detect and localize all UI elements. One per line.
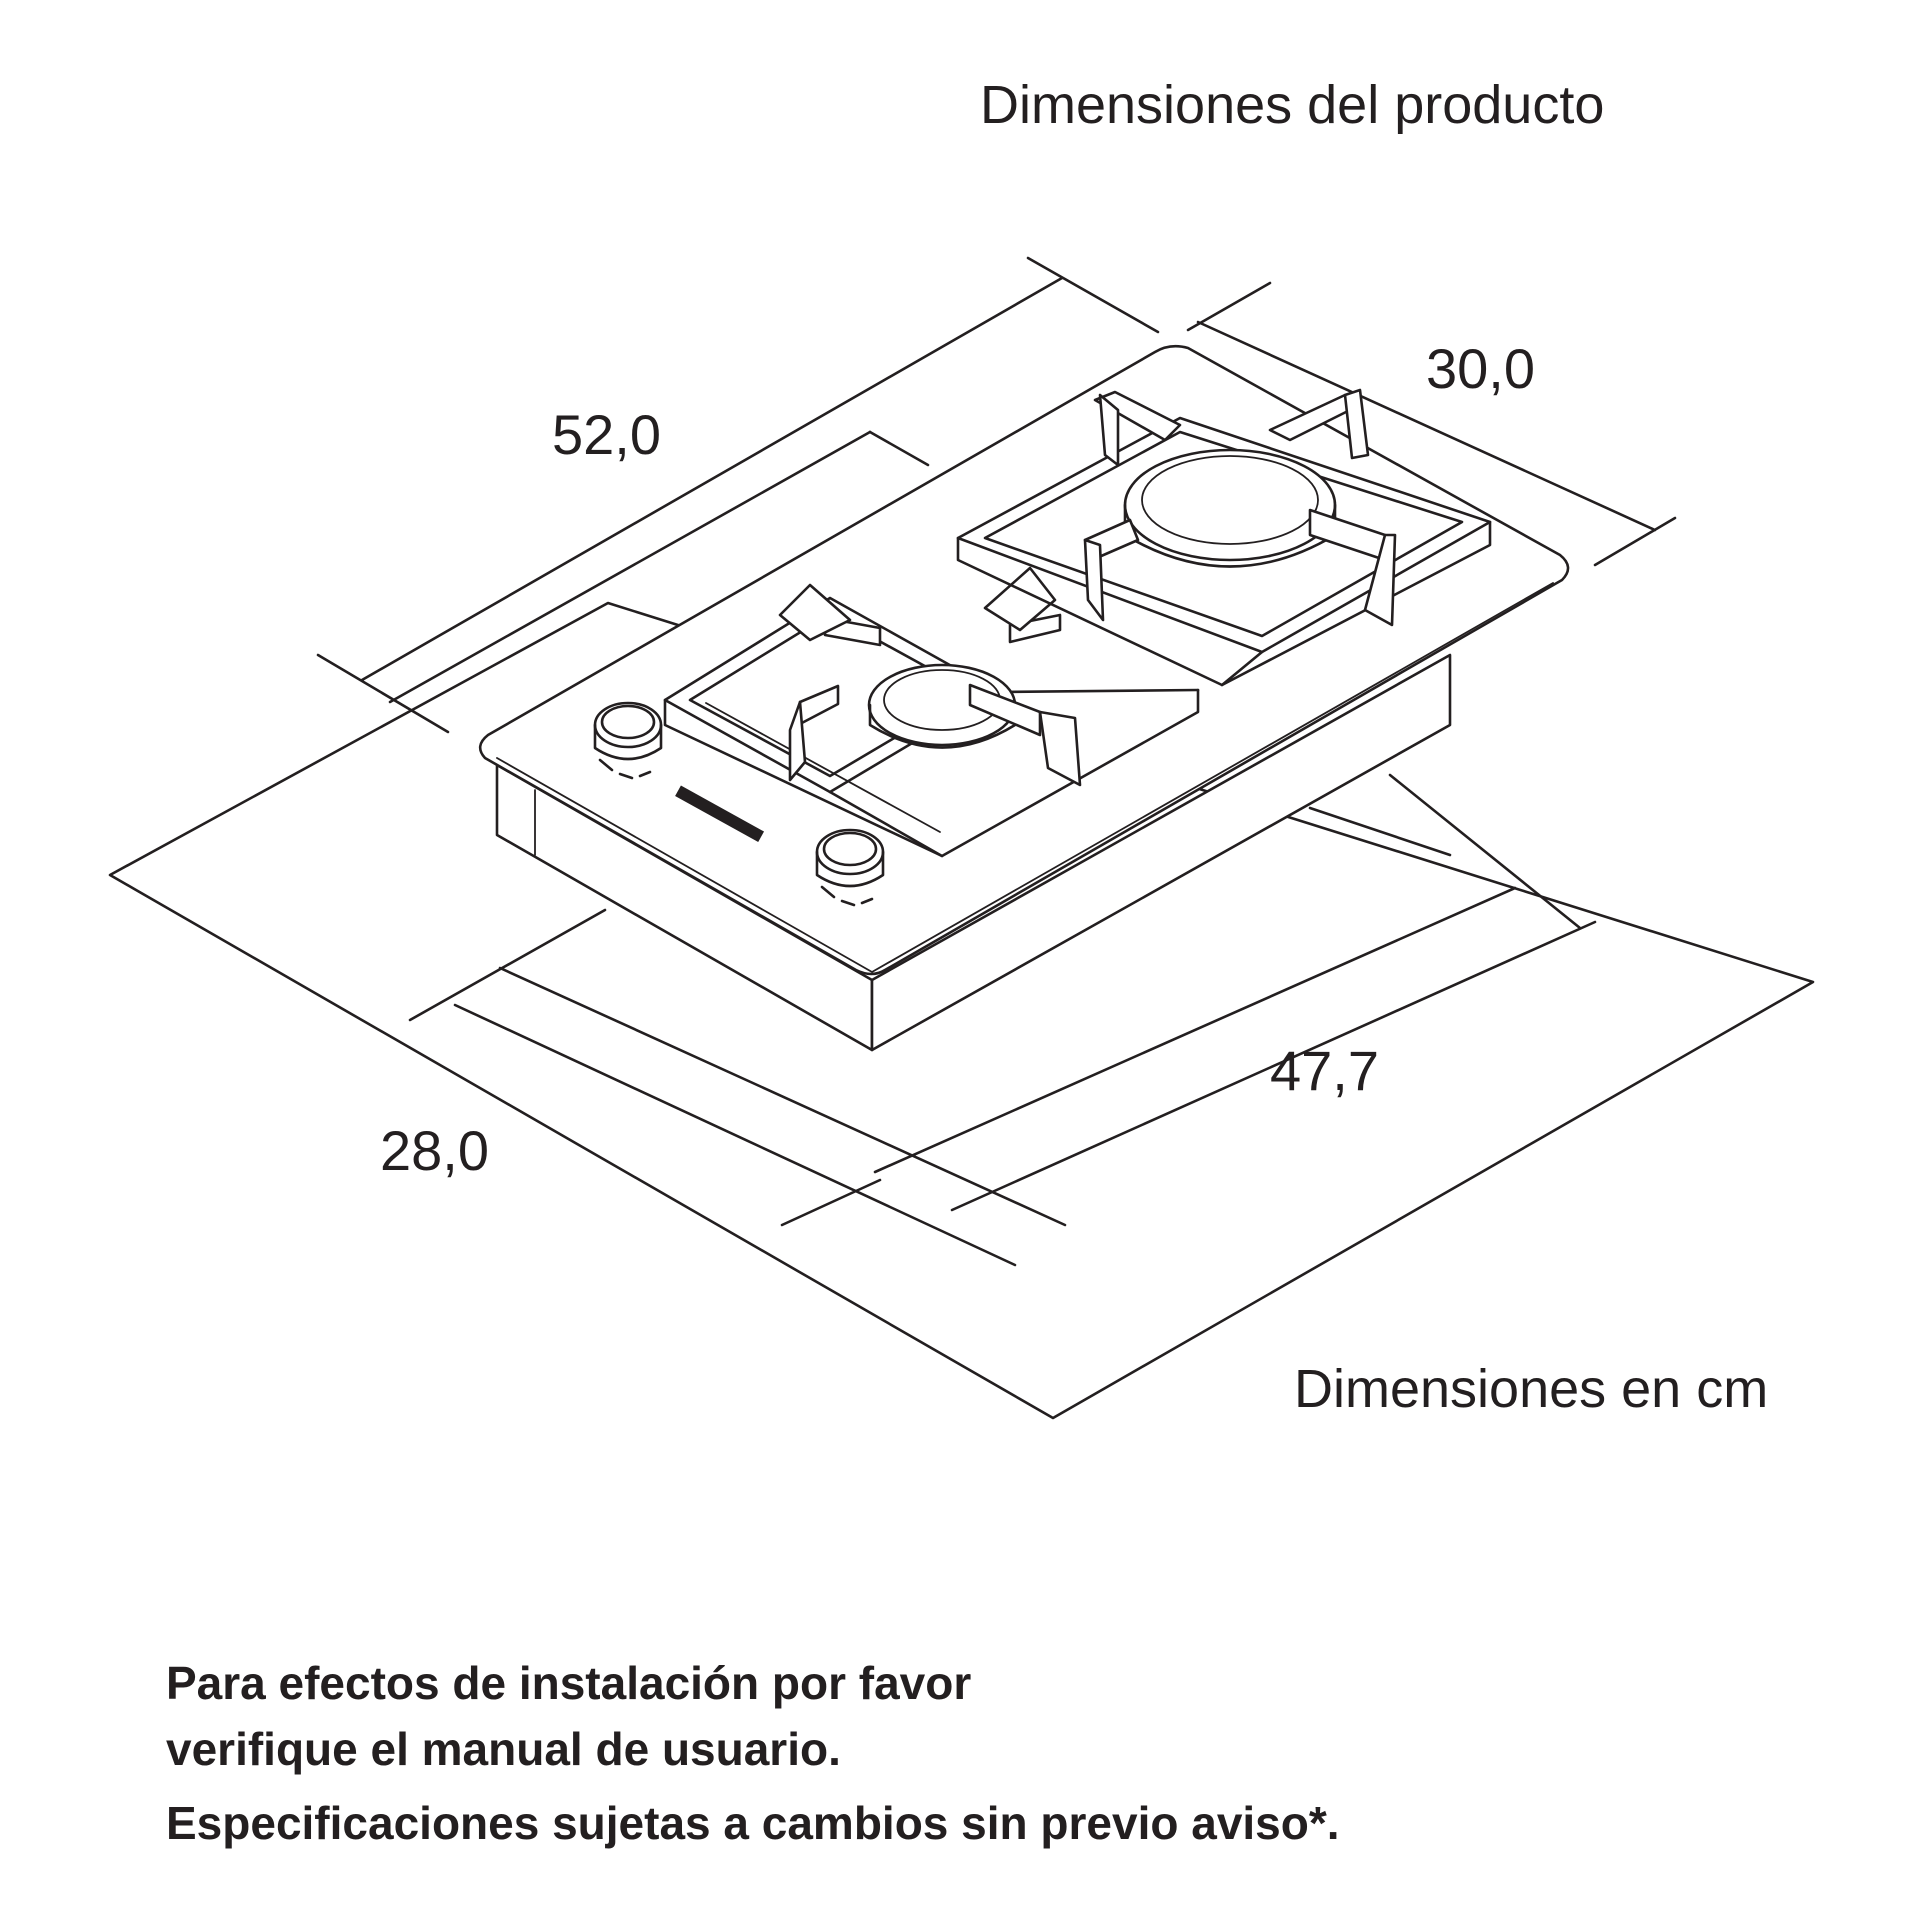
cutout-width-dimension-lines xyxy=(873,773,1597,1212)
hob-body xyxy=(495,653,1452,1052)
installation-note-line-1: Para efectos de instalación por favor xyxy=(166,1657,972,1709)
cutout-depth-label: 28,0 xyxy=(380,1119,489,1182)
disclaimer-note: Especificaciones sujetas a cambios sin p… xyxy=(166,1797,1340,1849)
total-depth-dimension-lines xyxy=(1186,281,1677,567)
small-burner-pan-supports xyxy=(778,566,1082,787)
units-label: Dimensiones en cm xyxy=(1294,1359,1769,1419)
brand-logo xyxy=(675,785,765,843)
large-burner-pan-supports xyxy=(1083,388,1397,627)
total-width-dimension-lines xyxy=(316,256,1160,734)
page-title: Dimensiones del producto xyxy=(980,75,1605,135)
small-burner xyxy=(867,663,1017,749)
installation-note-line-2: verifique el manual de usuario. xyxy=(166,1723,841,1775)
knob-left xyxy=(593,701,663,780)
knob-right xyxy=(815,828,885,907)
cutout-depth-dimension-lines xyxy=(408,908,1067,1267)
cutout-width-label: 47,7 xyxy=(1270,1039,1379,1102)
large-burner xyxy=(1123,448,1337,568)
total-depth-label: 30,0 xyxy=(1426,337,1535,400)
total-width-label: 52,0 xyxy=(552,403,661,466)
